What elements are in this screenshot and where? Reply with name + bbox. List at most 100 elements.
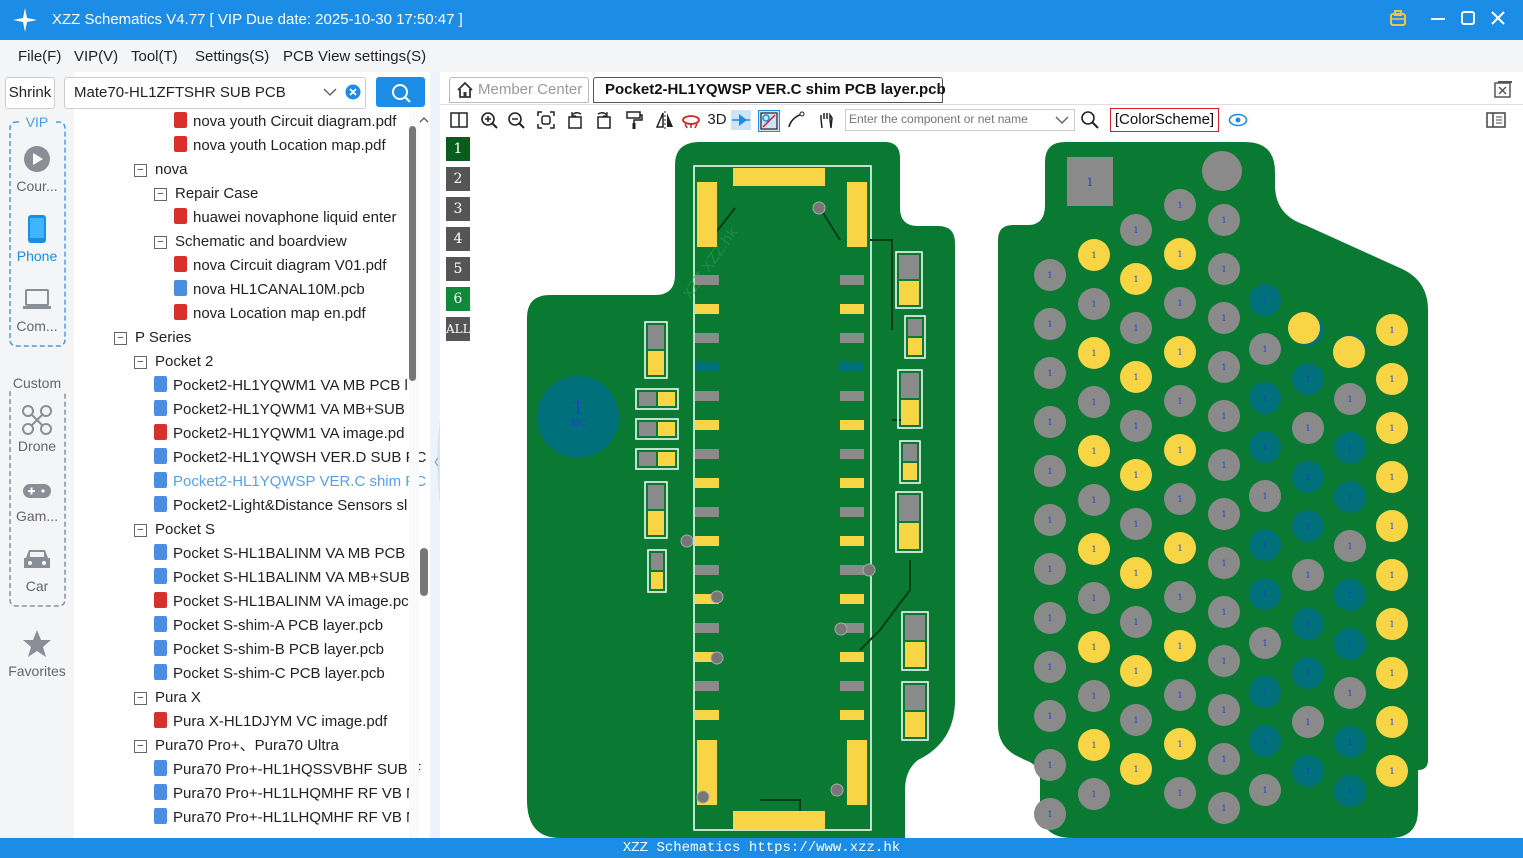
briefcase-icon[interactable] (1386, 8, 1410, 32)
tree-file[interactable]: nova HL1CANAL10M.pcb (174, 279, 365, 303)
layer-button-3[interactable]: 3 (446, 197, 470, 221)
net-search-input[interactable] (846, 110, 1052, 128)
rail-computer[interactable]: Com... (16, 318, 58, 334)
pin-select-icon[interactable] (731, 110, 751, 130)
tree-file[interactable]: Pocket S-HL1BALINM VA MB+SUB (154, 567, 410, 591)
minimize-icon[interactable] (1426, 8, 1450, 32)
tree-folder[interactable]: −P Series (114, 327, 191, 351)
layer-button-4[interactable]: 4 (446, 227, 470, 251)
tree-file[interactable]: Pocket S-shim-A PCB layer.pcb (154, 615, 383, 639)
zoom-in-icon[interactable] (479, 110, 499, 130)
collapse-toggle-icon[interactable]: − (134, 692, 147, 705)
tree-folder[interactable]: −Pura70 Pro+、Pura70 Ultra (134, 735, 339, 759)
rail-car[interactable]: Car (25, 578, 49, 594)
collapse-toggle-icon[interactable]: − (134, 524, 147, 537)
split-view-icon[interactable] (449, 110, 469, 130)
chevron-down-icon[interactable] (1055, 114, 1069, 126)
tree-file[interactable]: Pocket2-HL1YQWSP VER.C shim PC (154, 471, 426, 495)
tree-file[interactable]: huawei novaphone liquid enter (174, 207, 397, 231)
scroll-up-icon[interactable] (418, 115, 430, 125)
gamepad-icon[interactable] (22, 482, 52, 500)
tree-scrollbar-track[interactable] (409, 111, 419, 838)
collapse-toggle-icon[interactable]: − (154, 188, 167, 201)
hand-pan-icon[interactable] (816, 110, 836, 130)
rotate-left-icon[interactable] (566, 110, 586, 130)
tree-folder[interactable]: −Pura X (134, 687, 201, 711)
close-tab-icon[interactable] (1493, 80, 1513, 100)
chevron-down-icon[interactable] (323, 86, 337, 98)
shrink-button[interactable]: Shrink (5, 77, 55, 109)
tree-file[interactable]: Pocket S-shim-B PCB layer.pcb (154, 639, 384, 663)
side-panel-icon[interactable] (1486, 110, 1506, 130)
tree-file[interactable]: Pocket S-shim-C PCB layer.pcb (154, 663, 385, 687)
tree-file[interactable]: Pocket2-HL1YQWM1 VA MB PCB l (154, 375, 408, 399)
layer-button-6[interactable]: 6 (446, 287, 470, 311)
collapse-toggle-icon[interactable]: − (154, 236, 167, 249)
zoom-out-icon[interactable] (506, 110, 526, 130)
tree-file[interactable]: Pocket2-HL1YQWM1 VA image.pd (154, 423, 405, 447)
pcb-select[interactable]: Mate70-HL1ZFTSHR SUB PCB (64, 77, 366, 109)
tab-active-pcb[interactable]: Pocket2-HL1YQWSP VER.C shim PCB layer.pc… (593, 77, 946, 103)
tree-folder[interactable]: −Pocket S (134, 519, 215, 543)
tree-file[interactable]: Pocket S-HL1BALINM VA MB PCB (154, 543, 405, 567)
collapse-toggle-icon[interactable]: − (134, 740, 147, 753)
rail-favorites[interactable]: Favorites (8, 663, 66, 679)
maximize-icon[interactable] (1456, 8, 1480, 32)
rail-drone[interactable]: Drone (17, 438, 57, 454)
tree-file[interactable]: nova youth Location map.pdf (174, 135, 386, 159)
layer-button-1[interactable]: 1 (446, 137, 470, 161)
tree-file[interactable]: Pura70 Pro+-HL1LHQMHF RF VB M (154, 783, 419, 807)
rail-games[interactable]: Gam... (15, 508, 58, 524)
pcb-view[interactable]: 1 NC 1 XZZ XZZ.hk 1111111111111111111111… (440, 135, 1523, 838)
tree-scrollbar-thumb-horizontal[interactable] (420, 548, 428, 596)
tree-file[interactable]: nova Location map en.pdf (174, 303, 366, 327)
net-search-field[interactable] (845, 109, 1075, 131)
tree-file[interactable]: nova Circuit diagram V01.pdf (174, 255, 386, 279)
car-icon[interactable] (22, 546, 52, 572)
collapse-toggle-icon[interactable]: − (114, 332, 127, 345)
tree-file[interactable]: Pura70 Pro+-HL1HQSSVBHF SUB F (154, 759, 421, 783)
favorites-star-icon[interactable] (22, 629, 52, 659)
panel-splitter[interactable] (430, 72, 440, 838)
menu-pcb-view-settings[interactable]: PCB View settings(S) (283, 48, 427, 65)
collapse-toggle-icon[interactable]: − (134, 356, 147, 369)
menu-settings[interactable]: Settings(S) (195, 48, 270, 65)
drone-icon[interactable] (22, 405, 52, 435)
computer-icon[interactable] (22, 288, 52, 312)
layer-button-2[interactable]: 2 (446, 167, 470, 191)
play-course-icon[interactable] (23, 145, 51, 173)
net-search-icon[interactable] (1080, 110, 1100, 130)
rail-courses[interactable]: Cour... (16, 178, 58, 194)
collapse-toggle-icon[interactable]: − (134, 164, 147, 177)
tree-file[interactable]: Pocket2-HL1YQWM1 VA MB+SUB (154, 399, 405, 423)
tree-file[interactable]: Pura X-HL1DJYM VC image.pdf (154, 711, 387, 735)
visibility-eye-icon[interactable] (1228, 110, 1248, 130)
menu-vip[interactable]: VIP(V) (74, 48, 119, 65)
tree-file[interactable]: nova youth Circuit diagram.pdf (174, 111, 396, 135)
3d-view-button[interactable]: 3D (707, 111, 727, 128)
rotate-right-icon[interactable] (593, 110, 613, 130)
tree-folder[interactable]: −Pocket 2 (134, 351, 213, 375)
menu-file[interactable]: File(F) (18, 48, 62, 65)
tree-scrollbar-thumb[interactable] (409, 126, 416, 381)
fit-view-icon[interactable] (536, 110, 556, 130)
clear-icon[interactable] (345, 84, 361, 100)
net-highlight-icon[interactable] (758, 110, 780, 132)
tree-file[interactable]: Pocket S-HL1BALINM VA image.pc (154, 591, 409, 615)
layer-button-5[interactable]: 5 (446, 257, 470, 281)
tree-file[interactable]: Pura70 Pro+-HL1LHQMHF RF VB M (154, 807, 419, 831)
rail-phone[interactable]: Phone (16, 248, 58, 264)
tab-member-center[interactable]: Member Center (449, 77, 589, 103)
bottom-view-icon[interactable] (681, 110, 701, 130)
tree-file[interactable]: Pocket2-HL1YQWSH VER.D SUB PC (154, 447, 426, 471)
layer-button-all[interactable]: ALL (446, 317, 471, 341)
phone-icon[interactable] (27, 214, 47, 244)
tree-folder[interactable]: −nova (134, 159, 188, 183)
tree-folder[interactable]: −Repair Case (154, 183, 258, 207)
trace-tool-icon[interactable] (786, 110, 806, 130)
paint-brush-icon[interactable] (624, 110, 644, 130)
menu-tool[interactable]: Tool(T) (131, 48, 178, 65)
color-scheme-button[interactable]: [ColorScheme] (1110, 108, 1219, 132)
mirror-flip-icon[interactable] (655, 110, 675, 130)
close-icon[interactable] (1486, 8, 1510, 32)
